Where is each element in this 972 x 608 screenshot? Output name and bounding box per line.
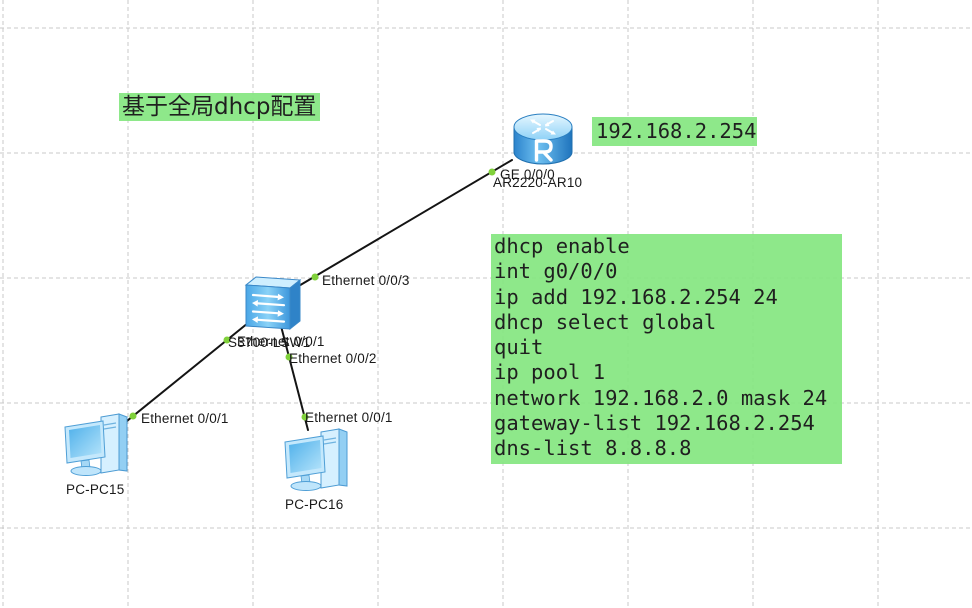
device-router[interactable] xyxy=(512,110,574,166)
port-label-switch-e003: Ethernet 0/0/3 xyxy=(322,273,410,288)
config-line: dhcp enable xyxy=(494,234,630,258)
link-router-switch[interactable] xyxy=(296,159,513,288)
port-indicator xyxy=(311,273,319,281)
port-indicator xyxy=(129,412,137,420)
port-label-router-ge000: GE 0/0/0 xyxy=(500,167,555,182)
device-pc16[interactable] xyxy=(283,428,351,494)
device-label-router: AR2220-AR10 xyxy=(493,175,583,190)
config-line: network 192.168.2.0 mask 24 xyxy=(494,385,828,410)
config-line: ip pool 1 xyxy=(494,360,606,385)
switch-icon[interactable] xyxy=(244,274,302,332)
device-switch[interactable] xyxy=(244,274,302,332)
config-line: dhcp select global xyxy=(494,309,717,334)
config-line: quit xyxy=(494,335,544,360)
link-switch-pc16[interactable] xyxy=(280,325,309,431)
note-dhcp-config[interactable]: dhcp enable int g0/0/0 ip add 192.168.2.… xyxy=(491,234,842,464)
router-icon[interactable] xyxy=(512,110,574,166)
port-indicator xyxy=(285,353,293,361)
note-router-ip[interactable]: 192.168.2.254 xyxy=(592,117,758,146)
config-line: ip add 192.168.2.254 24 xyxy=(494,284,778,309)
port-label-pc16-e001: Ethernet 0/0/1 xyxy=(305,410,393,425)
config-line: dns-list 8.8.8.8 xyxy=(494,436,692,461)
port-label-switch-e002: Ethernet 0/0/2 xyxy=(289,351,377,366)
config-line: gateway-list 192.168.2.254 xyxy=(494,411,815,436)
port-indicator xyxy=(488,168,496,176)
port-indicator xyxy=(301,413,309,421)
port-indicator xyxy=(223,336,231,344)
note-title[interactable]: 基于全局dhcp配置 xyxy=(119,93,321,121)
device-label-pc16: PC-PC16 xyxy=(285,497,344,512)
device-label-switch: S3700-LSW1 xyxy=(228,335,311,350)
pc-icon[interactable] xyxy=(63,413,131,479)
port-label-switch-e001: Ethernet 0/0/1 xyxy=(237,334,325,349)
device-pc15[interactable] xyxy=(63,413,131,479)
device-label-pc15: PC-PC15 xyxy=(66,482,125,497)
config-line: int g0/0/0 xyxy=(494,259,618,284)
port-label-pc15-e001: Ethernet 0/0/1 xyxy=(141,411,229,426)
pc-icon[interactable] xyxy=(283,428,351,494)
